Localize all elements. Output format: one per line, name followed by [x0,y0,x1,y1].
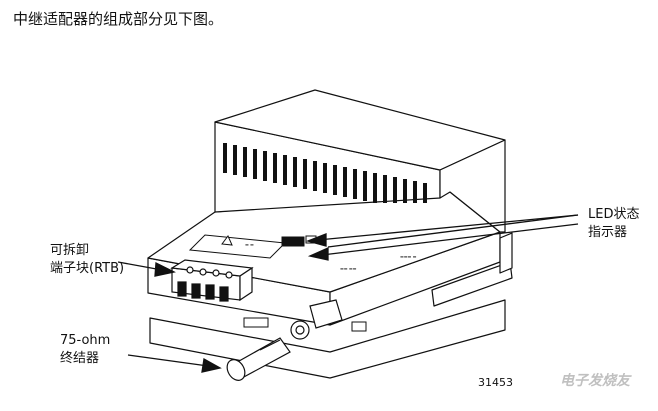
led-indicator [281,236,305,247]
terminator-label-line1: 75-ohm [60,333,111,348]
bnc-connector [290,299,343,340]
rtb-label-line2: 端子块(RTB) [50,261,125,276]
din-rail-base [149,299,506,379]
upper-block-side [439,139,506,233]
side-connector [431,261,513,307]
terminator-label-line2: 终结器 [60,351,100,366]
figure-number: 31453 [478,376,513,389]
terminator-75ohm [226,337,291,381]
warning-triangle-icon [221,235,233,246]
rtb-block [170,259,254,302]
svg-text:▬▬▬ ▬: ▬▬▬ ▬ [400,254,417,259]
page-caption: 中继适配器的组成部分见下图。 [13,10,224,28]
svg-text:▬▬ ▬▬: ▬▬ ▬▬ [340,266,357,271]
led-label-line2: 指示器 [588,225,628,240]
rtb-label-line1: 可拆卸 [50,243,90,258]
led-label-line1: LED状态 [588,207,640,222]
vent-slots [223,143,427,203]
watermark: 电子发烧友 [560,373,630,389]
svg-text:▬ ▬: ▬ ▬ [245,242,254,247]
